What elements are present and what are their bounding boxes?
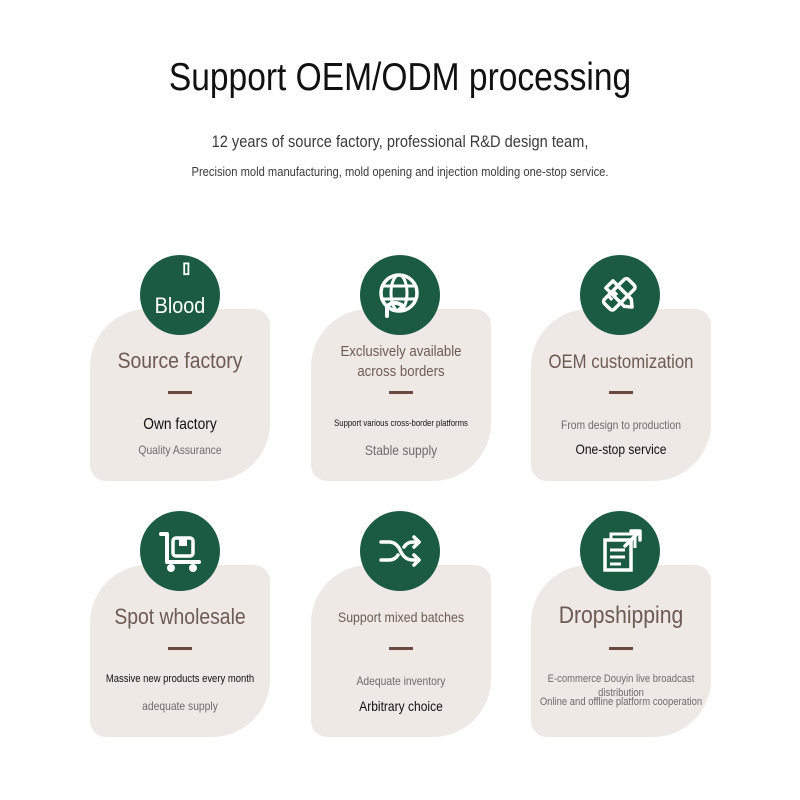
- card-source-factory: Source factory Own factory Quality Assur…: [90, 309, 270, 481]
- card-mixed-batches: Support mixed batches Adequate inventory…: [311, 565, 491, 737]
- card-title: OEM customization: [548, 352, 694, 373]
- card-line-2: Online and offline platform cooperation: [539, 696, 703, 708]
- card-title: Support mixed batches: [337, 609, 465, 625]
- card-title: Source factory: [117, 348, 243, 373]
- card-line-1: From design to production: [561, 418, 681, 432]
- card-title-line-2: across borders: [357, 363, 445, 380]
- subtitle-line-1: 12 years of source factory, professional…: [211, 132, 589, 151]
- cart-icon: [140, 511, 220, 591]
- card-line-2: adequate supply: [142, 699, 218, 713]
- card-line-1: Support various cross-border platforms: [334, 418, 468, 428]
- card-title: Spot wholesale: [114, 604, 246, 629]
- divider: [609, 647, 633, 650]
- divider: [168, 391, 192, 394]
- card-dropshipping: Dropshipping E-commerce Douyin live broa…: [531, 565, 711, 737]
- card-line-2: One-stop service: [575, 441, 667, 457]
- card-cross-border: Exclusively available across borders Sup…: [311, 309, 491, 481]
- card-line-1: Massive new products every month: [105, 673, 255, 685]
- pencil-ruler-icon: [580, 255, 660, 335]
- subtitle-line-2: Precision mold manufacturing, mold openi…: [191, 164, 609, 179]
- divider: [389, 647, 413, 650]
- card-line-2: Stable supply: [364, 442, 438, 458]
- card-spot-wholesale: Spot wholesale Massive new products ever…: [90, 565, 270, 737]
- card-line-1: Own factory: [143, 416, 217, 433]
- card-line-1: E-commerce Douyin live broadcast distrib…: [547, 673, 695, 699]
- card-line-2: Arbitrary choice: [359, 698, 443, 714]
- share-document-icon: [580, 511, 660, 591]
- card-line-1: Adequate inventory: [356, 674, 446, 688]
- divider: [609, 391, 633, 394]
- globe-icon: [360, 255, 440, 335]
- card-title: Dropshipping: [558, 602, 684, 629]
- shuffle-icon: [360, 511, 440, 591]
- divider: [389, 391, 413, 394]
- factory-icon-label: Blood: [154, 293, 206, 318]
- divider: [168, 647, 192, 650]
- page-title: Support OEM/ODM processing: [168, 56, 632, 99]
- card-line-2: Quality Assurance: [138, 443, 222, 457]
- factory-icon: Blood: [140, 255, 220, 335]
- card-title-line-1: Exclusively available: [340, 343, 462, 360]
- card-oem-customization: OEM customization From design to product…: [531, 309, 711, 481]
